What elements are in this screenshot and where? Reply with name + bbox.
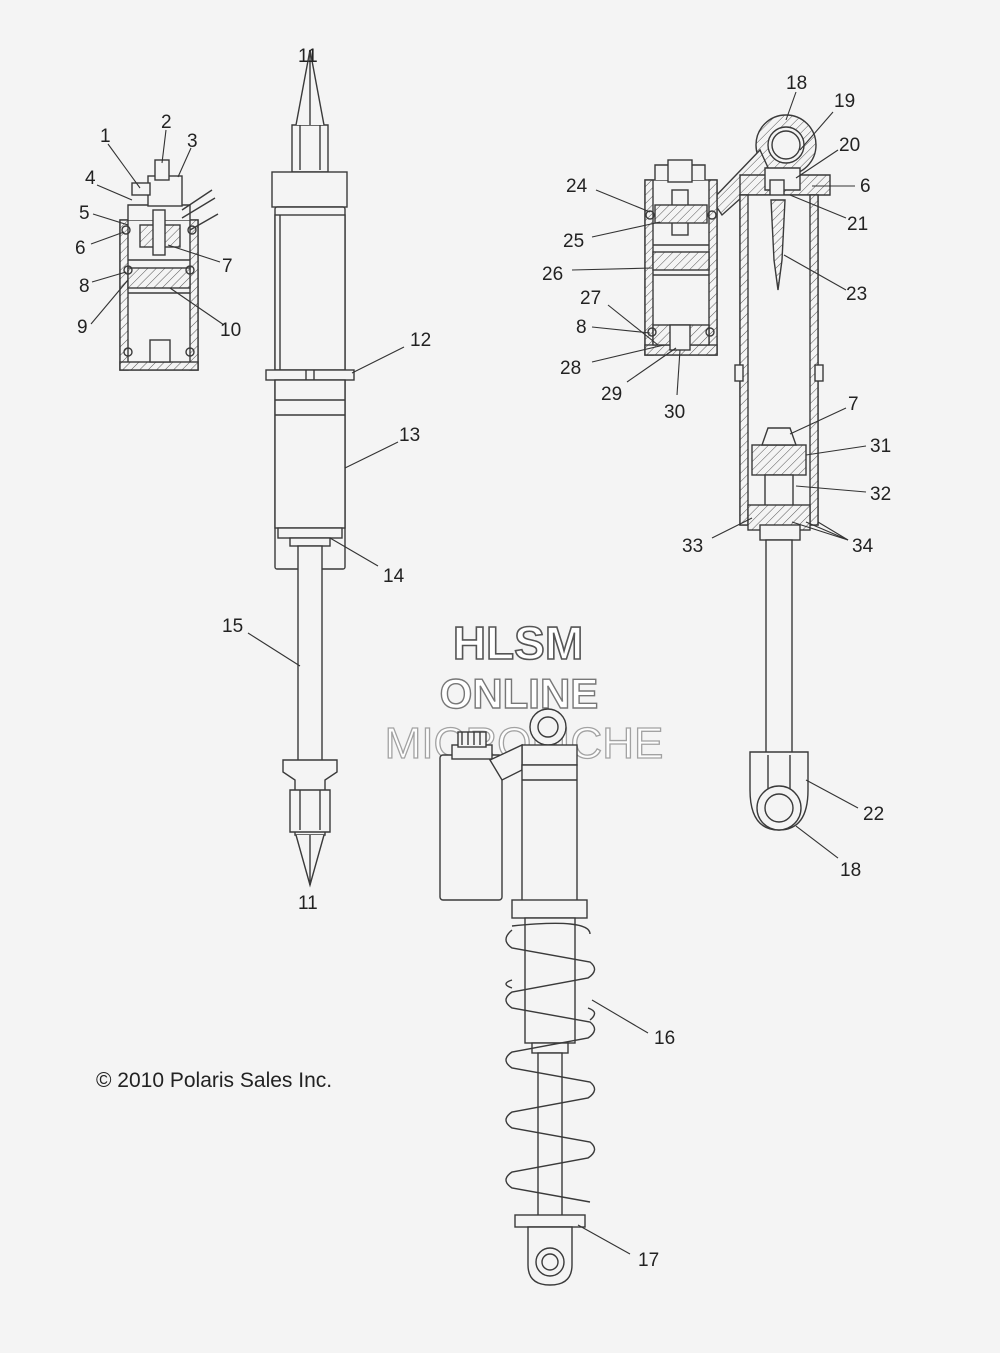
reservoir-cutaway-left: [119, 159, 219, 371]
callout-24: 24: [566, 176, 588, 197]
callout-16: 16: [654, 1028, 675, 1049]
callout-11-bottom: 11: [298, 893, 318, 914]
callout-10: 10: [220, 320, 241, 341]
callout-28: 28: [560, 358, 581, 379]
leader-lines: [90, 91, 867, 1255]
callout-1: 1: [100, 126, 111, 147]
callout-9: 9: [77, 317, 88, 338]
watermark-line1: HLSM: [453, 617, 583, 669]
shock-body-long: [265, 49, 355, 888]
callout-5: 5: [79, 203, 90, 224]
callout-31: 31: [870, 436, 891, 457]
shock-cutaway-right: [711, 114, 831, 831]
callout-7: 7: [222, 256, 233, 277]
callout-29: 29: [601, 384, 622, 405]
callout-3: 3: [187, 131, 198, 152]
callout-8: 8: [79, 276, 90, 297]
callout-23: 23: [846, 284, 867, 305]
callout-6: 6: [75, 238, 86, 259]
callout-8-right: 8: [576, 317, 587, 338]
callout-30: 30: [664, 402, 685, 423]
callout-6-right: 6: [860, 176, 871, 197]
copyright-text: © 2010 Polaris Sales Inc.: [96, 1069, 332, 1092]
callout-21: 21: [847, 214, 868, 235]
callout-13: 13: [399, 425, 420, 446]
callout-11-top: 11: [298, 46, 318, 67]
callout-4: 4: [85, 168, 96, 189]
callout-27: 27: [580, 288, 601, 309]
callout-19: 19: [834, 91, 855, 112]
callout-25: 25: [563, 231, 584, 252]
callout-18-bottom: 18: [840, 860, 861, 881]
callout-18-top: 18: [786, 73, 807, 94]
callout-33: 33: [682, 536, 703, 557]
callout-labels: 1 2 3 4 5 6 7 8 9 10 11 11 12 13 14 15 1…: [75, 46, 891, 1271]
callout-20: 20: [839, 135, 860, 156]
callout-14: 14: [383, 566, 405, 587]
watermark-line2: ONLINE: [440, 670, 599, 717]
callout-22: 22: [863, 804, 884, 825]
callout-7-right: 7: [848, 394, 859, 415]
coilover-shock: [439, 708, 596, 1286]
callout-34: 34: [852, 536, 874, 557]
callout-12: 12: [410, 330, 431, 351]
reservoir-cutaway-right: [644, 159, 718, 356]
callout-26: 26: [542, 264, 563, 285]
callout-32: 32: [870, 484, 891, 505]
callout-2: 2: [161, 112, 172, 133]
callout-15: 15: [222, 616, 243, 637]
callout-17: 17: [638, 1250, 659, 1271]
